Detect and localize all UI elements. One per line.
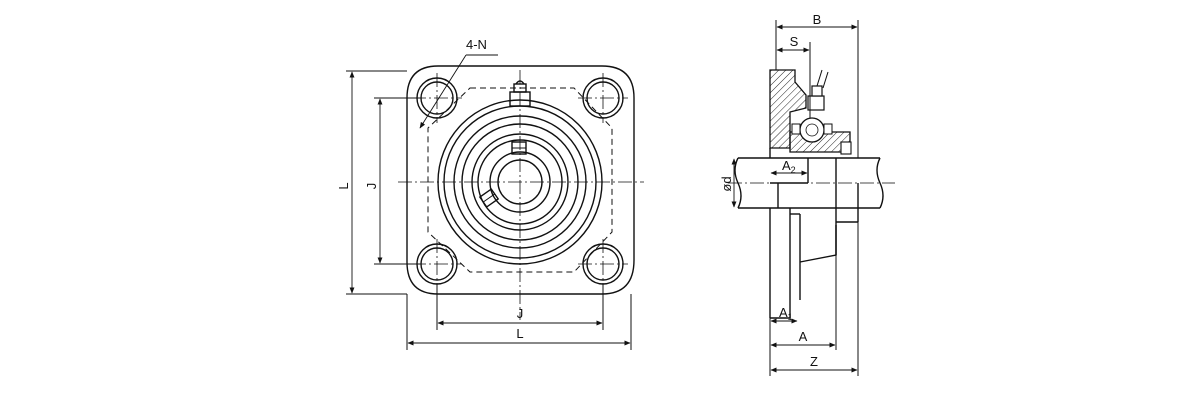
dim-width-outer: L — [406, 294, 632, 350]
side-view: B S A2 ød A1 A — [719, 12, 895, 376]
dim-width-bolt-label: J — [517, 306, 524, 321]
flange-outline — [406, 65, 635, 295]
dim-bore: ød — [719, 158, 737, 208]
dim-a2: A2 — [770, 158, 808, 176]
callout-4n-label: 4-N — [466, 37, 487, 52]
dim-s: S — [776, 34, 811, 118]
dim-width-outer-label: L — [516, 326, 523, 341]
dim-width-bolt: J — [436, 284, 604, 330]
grease-nipple-side — [807, 69, 829, 111]
dim-s-label: S — [790, 34, 799, 49]
dim-a2-label: A2 — [782, 158, 796, 175]
ball-bearing-ball — [799, 117, 825, 143]
dim-height-bolt-label: J — [364, 183, 379, 190]
dim-a-label: A — [799, 329, 808, 344]
dim-b-label: B — [813, 12, 822, 27]
front-view: 4-N L J J L — [336, 37, 644, 350]
dim-height-outer: L — [336, 70, 407, 295]
set-screws-front — [478, 141, 527, 208]
housing-body-side — [769, 148, 859, 319]
dim-a: A — [769, 255, 837, 376]
dim-a1: A1 — [770, 305, 798, 324]
dim-height-outer-label: L — [336, 182, 351, 189]
callout-4n: 4-N — [419, 37, 498, 129]
dim-b: B — [775, 12, 859, 158]
dim-height-bolt: J — [364, 97, 420, 265]
bolt-holes — [412, 73, 628, 289]
dim-a1-label: A1 — [779, 305, 793, 322]
dim-z: Z — [770, 222, 859, 376]
dim-z-label: Z — [810, 354, 818, 369]
housing-section-upper — [769, 69, 852, 155]
dim-bore-label: ød — [719, 176, 734, 191]
